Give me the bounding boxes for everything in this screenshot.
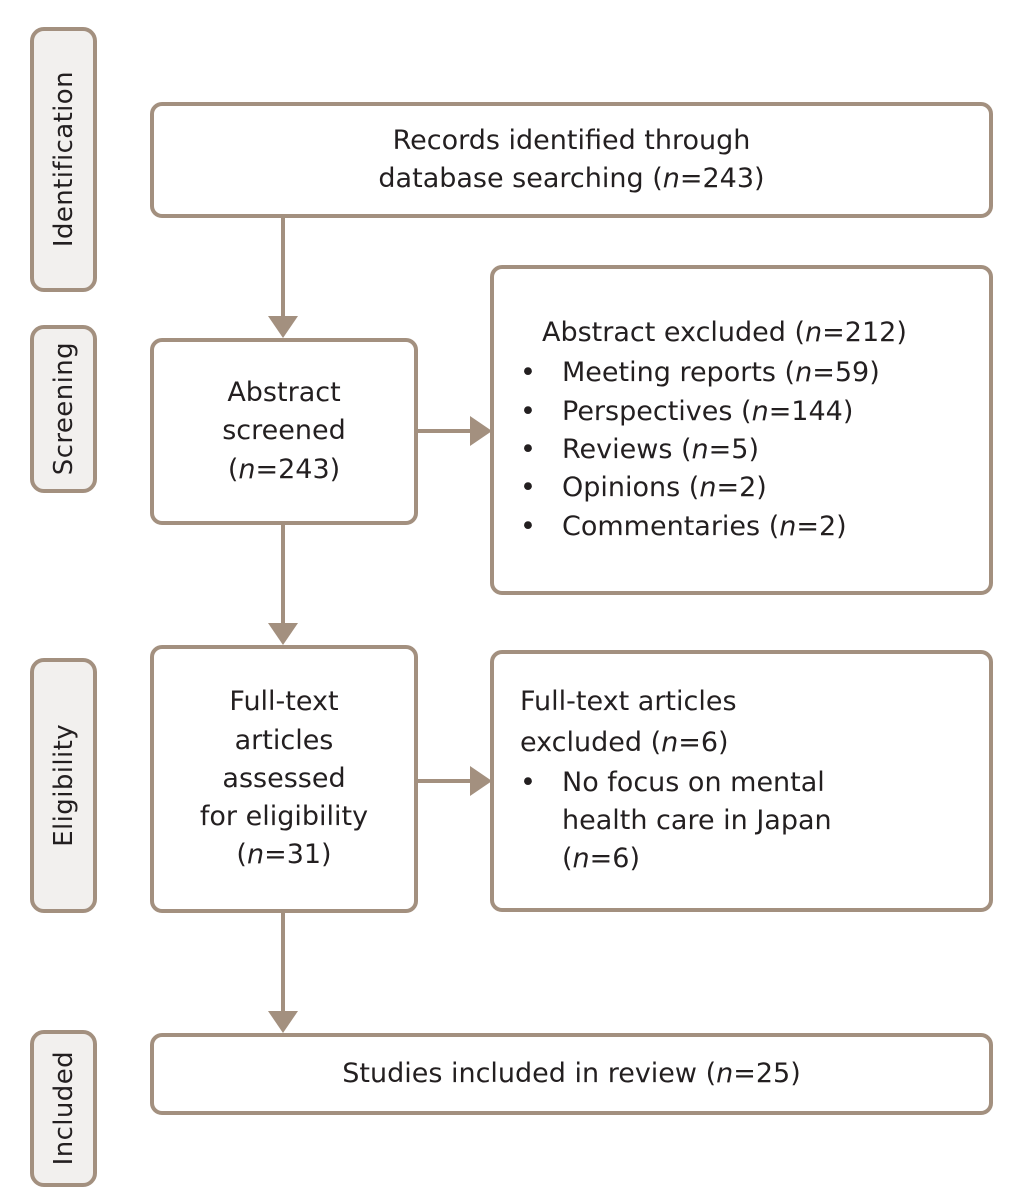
stage-label-screening: Screening bbox=[30, 325, 97, 493]
abstract-excluded-list-item: • Commentaries (n=2) bbox=[510, 508, 973, 546]
stage-label-identification-text: Identification bbox=[48, 71, 79, 248]
fulltext-excluded-item-0-line-1: No focus on mental bbox=[562, 766, 825, 798]
box-records-identified: Records identified through database sear… bbox=[150, 102, 993, 218]
fulltext-excluded-item-0-line-3-n: n bbox=[572, 843, 590, 875]
fulltext-excluded-header-line-1: Full-text articles bbox=[520, 686, 737, 718]
records-identified-line-2: database searching (n=243) bbox=[378, 160, 764, 198]
abstract-excluded-list-item: • Reviews (n=5) bbox=[510, 431, 973, 469]
abstract-excluded-header: Abstract excluded (n=212) bbox=[510, 314, 907, 352]
abstract-excluded-item-0-post: =59) bbox=[812, 357, 880, 389]
abstract-screened-line-1: Abstract bbox=[227, 377, 341, 408]
fulltext-excluded-item-0-line-2: health care in Japan bbox=[562, 805, 832, 837]
abstract-excluded-item-4-post: =2) bbox=[796, 510, 847, 542]
fulltext-excluded-header-line-2-pre: excluded ( bbox=[520, 726, 662, 758]
abstract-screened-line-3: (n=243) bbox=[228, 451, 340, 489]
abstract-excluded-list-item: • Opinions (n=2) bbox=[510, 469, 973, 507]
abstract-excluded-item-2-post: =5) bbox=[708, 434, 759, 465]
records-identified-line-2-post: =243) bbox=[679, 163, 765, 194]
box-abstract-screened: Abstract screened (n=243) bbox=[150, 338, 418, 525]
connector-abstract-to-fulltext-line bbox=[281, 525, 285, 625]
studies-included-text-pre: Studies included in review ( bbox=[342, 1057, 717, 1089]
fulltext-excluded-item-0-line-3-pre: ( bbox=[562, 843, 573, 875]
abstract-excluded-item-2-pre: Reviews ( bbox=[562, 434, 692, 465]
connector-abstract-to-excluded-arrow bbox=[470, 416, 492, 446]
abstract-excluded-list-item: • Perspectives (n=144) bbox=[510, 393, 973, 431]
records-identified-line-2-n: n bbox=[662, 163, 680, 194]
abstract-excluded-header-pre: Abstract excluded ( bbox=[542, 317, 806, 349]
abstract-excluded-item-2-n: n bbox=[691, 434, 709, 465]
bullet-icon: • bbox=[520, 434, 536, 465]
abstract-screened-line-3-pre: ( bbox=[227, 453, 239, 485]
abstract-excluded-item-0-pre: Meeting reports ( bbox=[562, 357, 796, 389]
connector-fulltext-to-excluded-line bbox=[418, 779, 476, 783]
abstract-excluded-header-n: n bbox=[805, 317, 823, 349]
box-studies-included: Studies included in review (n=25) bbox=[150, 1033, 993, 1115]
fulltext-excluded-item-0-line-3: (n=6) bbox=[562, 840, 973, 878]
fulltext-excluded-list-item: • No focus on mental health care in Japa… bbox=[510, 764, 973, 879]
records-identified-line-1: Records identified through bbox=[392, 124, 751, 156]
connector-fulltext-to-excluded-arrow bbox=[470, 766, 492, 796]
fulltext-assessed-line-5-post: =31) bbox=[264, 839, 332, 871]
abstract-excluded-item-3-n: n bbox=[699, 472, 717, 504]
fulltext-excluded-list: • No focus on mental health care in Japa… bbox=[510, 764, 973, 879]
fulltext-assessed-line-2: articles bbox=[234, 724, 334, 756]
abstract-excluded-item-4-pre: Commentaries ( bbox=[562, 510, 780, 542]
fulltext-assessed-line-1: Full-text bbox=[229, 686, 339, 718]
fulltext-assessed-line-5-n: n bbox=[246, 839, 265, 871]
connector-records-to-abstract-line bbox=[281, 218, 285, 318]
fulltext-excluded-header-line-2-n: n bbox=[661, 726, 679, 758]
abstract-excluded-header-post: =212) bbox=[822, 317, 907, 349]
fulltext-assessed-line-5-pre: ( bbox=[236, 839, 247, 871]
stage-label-included-text: Included bbox=[48, 1051, 79, 1166]
box-abstract-excluded: Abstract excluded (n=212) • Meeting repo… bbox=[490, 265, 993, 595]
abstract-screened-line-2: screened bbox=[222, 415, 346, 447]
fulltext-assessed-line-3: assessed bbox=[222, 762, 346, 794]
abstract-screened-line-3-post: =243) bbox=[255, 453, 341, 485]
connector-records-to-abstract-arrow bbox=[268, 316, 298, 338]
abstract-excluded-item-1-pre: Perspectives ( bbox=[562, 395, 752, 427]
abstract-excluded-item-4-n: n bbox=[779, 510, 797, 542]
stage-label-included: Included bbox=[30, 1030, 97, 1187]
studies-included-text-post: =25) bbox=[733, 1057, 801, 1089]
bullet-icon: • bbox=[520, 472, 536, 504]
records-identified-line-2-pre: database searching ( bbox=[378, 163, 663, 194]
fulltext-assessed-line-5: (n=31) bbox=[236, 836, 331, 874]
connector-fulltext-to-included-arrow bbox=[268, 1011, 298, 1033]
box-fulltext-assessed: Full-text articles assessed for eligibil… bbox=[150, 645, 418, 913]
studies-included-text: Studies included in review (n=25) bbox=[342, 1055, 801, 1093]
stage-label-eligibility: Eligibility bbox=[30, 658, 97, 913]
studies-included-text-n: n bbox=[716, 1057, 734, 1089]
stage-label-screening-text: Screening bbox=[48, 342, 79, 476]
abstract-excluded-item-1-post: =144) bbox=[768, 395, 854, 427]
bullet-icon: • bbox=[520, 395, 536, 427]
abstract-screened-line-3-n: n bbox=[238, 453, 256, 485]
fulltext-assessed-line-4: for eligibility bbox=[199, 801, 369, 833]
abstract-excluded-list: • Meeting reports (n=59) • Perspectives … bbox=[510, 354, 973, 546]
bullet-icon: • bbox=[520, 766, 536, 798]
connector-abstract-to-fulltext-arrow bbox=[268, 623, 298, 645]
stage-label-identification: Identification bbox=[30, 27, 97, 292]
abstract-excluded-item-1-n: n bbox=[751, 395, 769, 427]
abstract-excluded-list-item: • Meeting reports (n=59) bbox=[510, 354, 973, 392]
fulltext-excluded-header-line-2: excluded (n=6) bbox=[510, 724, 729, 762]
connector-abstract-to-excluded-line bbox=[418, 429, 476, 433]
connector-fulltext-to-included-line bbox=[281, 913, 285, 1013]
abstract-excluded-item-3-pre: Opinions ( bbox=[562, 472, 700, 504]
bullet-icon: • bbox=[520, 510, 536, 542]
bullet-icon: • bbox=[520, 357, 536, 389]
box-fulltext-excluded: Full-text articles excluded (n=6) • No f… bbox=[490, 650, 993, 912]
abstract-excluded-item-0-n: n bbox=[795, 357, 813, 389]
fulltext-excluded-item-0-line-3-post: =6) bbox=[589, 843, 641, 875]
fulltext-excluded-header-line-2-post: =6) bbox=[678, 726, 729, 758]
stage-label-eligibility-text: Eligibility bbox=[48, 724, 79, 847]
abstract-excluded-item-3-post: =2) bbox=[716, 472, 767, 504]
